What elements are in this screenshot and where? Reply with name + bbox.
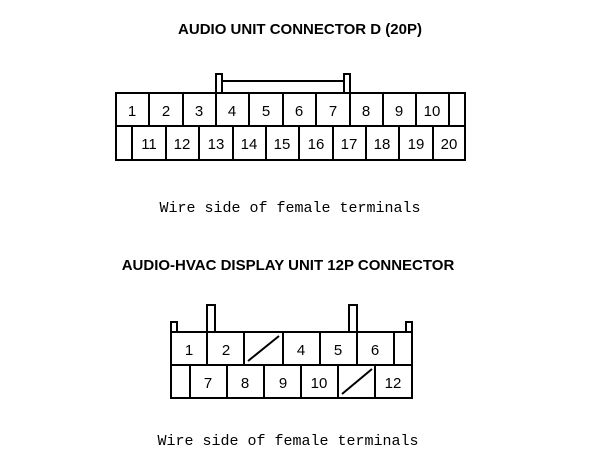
pin-label: 11 — [141, 136, 157, 153]
pin-label: 9 — [279, 375, 287, 392]
connector-d-bottom-pins: 11 12 13 14 15 16 17 18 19 20 — [141, 136, 457, 153]
pin-label: 10 — [311, 375, 328, 392]
pin-label: 2 — [162, 103, 170, 120]
pin-label: 12 — [174, 136, 191, 153]
pin-label: 8 — [362, 103, 370, 120]
connector-12p-bottom-pins: 7 8 9 10 12 — [204, 375, 402, 392]
pin-label: 3 — [195, 103, 203, 120]
connector-12p-top-pins: 1 2 4 5 6 — [185, 342, 379, 359]
pin-label: 7 — [204, 375, 212, 392]
connector-d-top-pins: 1 2 3 4 5 6 7 8 9 10 — [128, 103, 441, 120]
pin-label: 12 — [385, 375, 402, 392]
connector-d-caption: Wire side of female terminals — [159, 200, 420, 217]
pin-label: 16 — [308, 136, 325, 153]
connector-12p-body — [170, 304, 413, 399]
pin-label: 20 — [441, 136, 458, 153]
connector-d-title: AUDIO UNIT CONNECTOR D (20P) — [178, 21, 422, 38]
pin-label: 13 — [208, 136, 225, 153]
pin-label: 2 — [222, 342, 230, 359]
pin-label: 18 — [374, 136, 391, 153]
pin-label: 14 — [241, 136, 258, 153]
pin-label: 4 — [297, 342, 305, 359]
empty-cavity-slash — [341, 368, 373, 395]
pin-label: 17 — [341, 136, 358, 153]
connector-12p-title: AUDIO-HVAC DISPLAY UNIT 12P CONNECTOR — [122, 257, 455, 274]
empty-cavity-slash — [247, 335, 280, 362]
pin-label: 6 — [371, 342, 379, 359]
pin-label: 7 — [329, 103, 337, 120]
pin-label: 15 — [274, 136, 291, 153]
pin-label: 5 — [334, 342, 342, 359]
pin-label: 6 — [295, 103, 303, 120]
pin-label: 19 — [408, 136, 425, 153]
pin-label: 8 — [241, 375, 249, 392]
pin-label: 1 — [128, 103, 136, 120]
pin-label: 10 — [424, 103, 441, 120]
pin-label: 5 — [262, 103, 270, 120]
pin-label: 1 — [185, 342, 193, 359]
connector-d-body — [115, 73, 466, 161]
pin-label: 4 — [228, 103, 236, 120]
connector-12p-caption: Wire side of female terminals — [157, 433, 418, 450]
pin-label: 9 — [395, 103, 403, 120]
